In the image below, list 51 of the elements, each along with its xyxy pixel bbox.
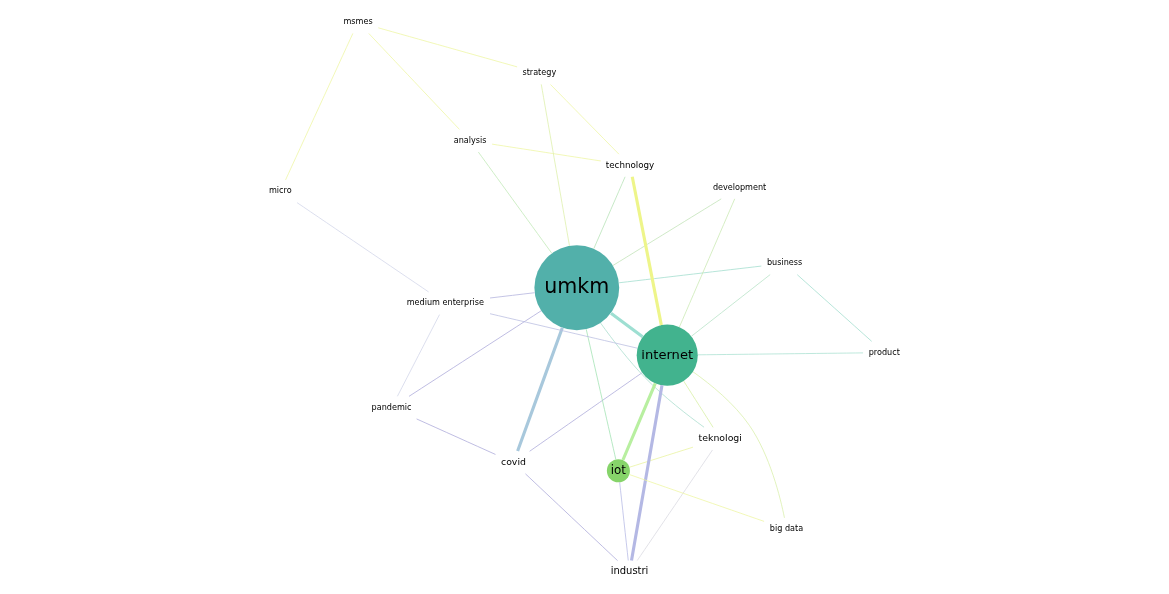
connector [377, 27, 518, 68]
node-text: business [766, 257, 803, 268]
connector [619, 481, 629, 561]
node-text: msmes [343, 16, 373, 27]
connector [408, 310, 542, 397]
connector [516, 327, 564, 452]
node-circle: umkm [534, 245, 620, 331]
node-circle: iot [606, 459, 630, 483]
node-text: product [868, 346, 900, 357]
connector [612, 198, 722, 266]
connector [796, 274, 873, 342]
connector [629, 474, 765, 522]
connector [529, 372, 643, 452]
connector [296, 202, 429, 293]
node-text: technology [605, 159, 655, 170]
node-text: covid [501, 455, 526, 467]
connector [416, 418, 496, 455]
node-text: micro [268, 185, 292, 196]
node-text: big data [769, 523, 804, 534]
connector [630, 176, 663, 326]
node-text: strategy [522, 67, 557, 78]
node-text: pandemic [371, 401, 412, 412]
connector [550, 84, 620, 155]
connector [593, 176, 626, 249]
connector [610, 312, 644, 339]
connector [690, 274, 771, 337]
node-text: development [712, 181, 767, 192]
connector [679, 198, 736, 328]
node-circle: internet [636, 324, 698, 386]
node-text: industri [610, 565, 649, 577]
connector [629, 385, 664, 561]
connector [618, 265, 762, 284]
connector [683, 380, 714, 428]
node-text: analysis [453, 134, 487, 145]
connector [697, 352, 864, 356]
connector [477, 151, 553, 254]
connector [600, 322, 705, 428]
connector [585, 328, 617, 460]
connector [368, 33, 460, 130]
node-text: teknologi [698, 431, 742, 443]
connector [540, 83, 570, 247]
connector [489, 313, 638, 349]
connector [397, 314, 440, 397]
connector [489, 292, 536, 299]
connector [621, 382, 657, 461]
node-text: medium enterprise [406, 297, 485, 308]
connector [285, 33, 354, 181]
connector [491, 143, 602, 162]
connector [636, 449, 713, 561]
connector [629, 446, 694, 468]
connector [525, 473, 618, 562]
